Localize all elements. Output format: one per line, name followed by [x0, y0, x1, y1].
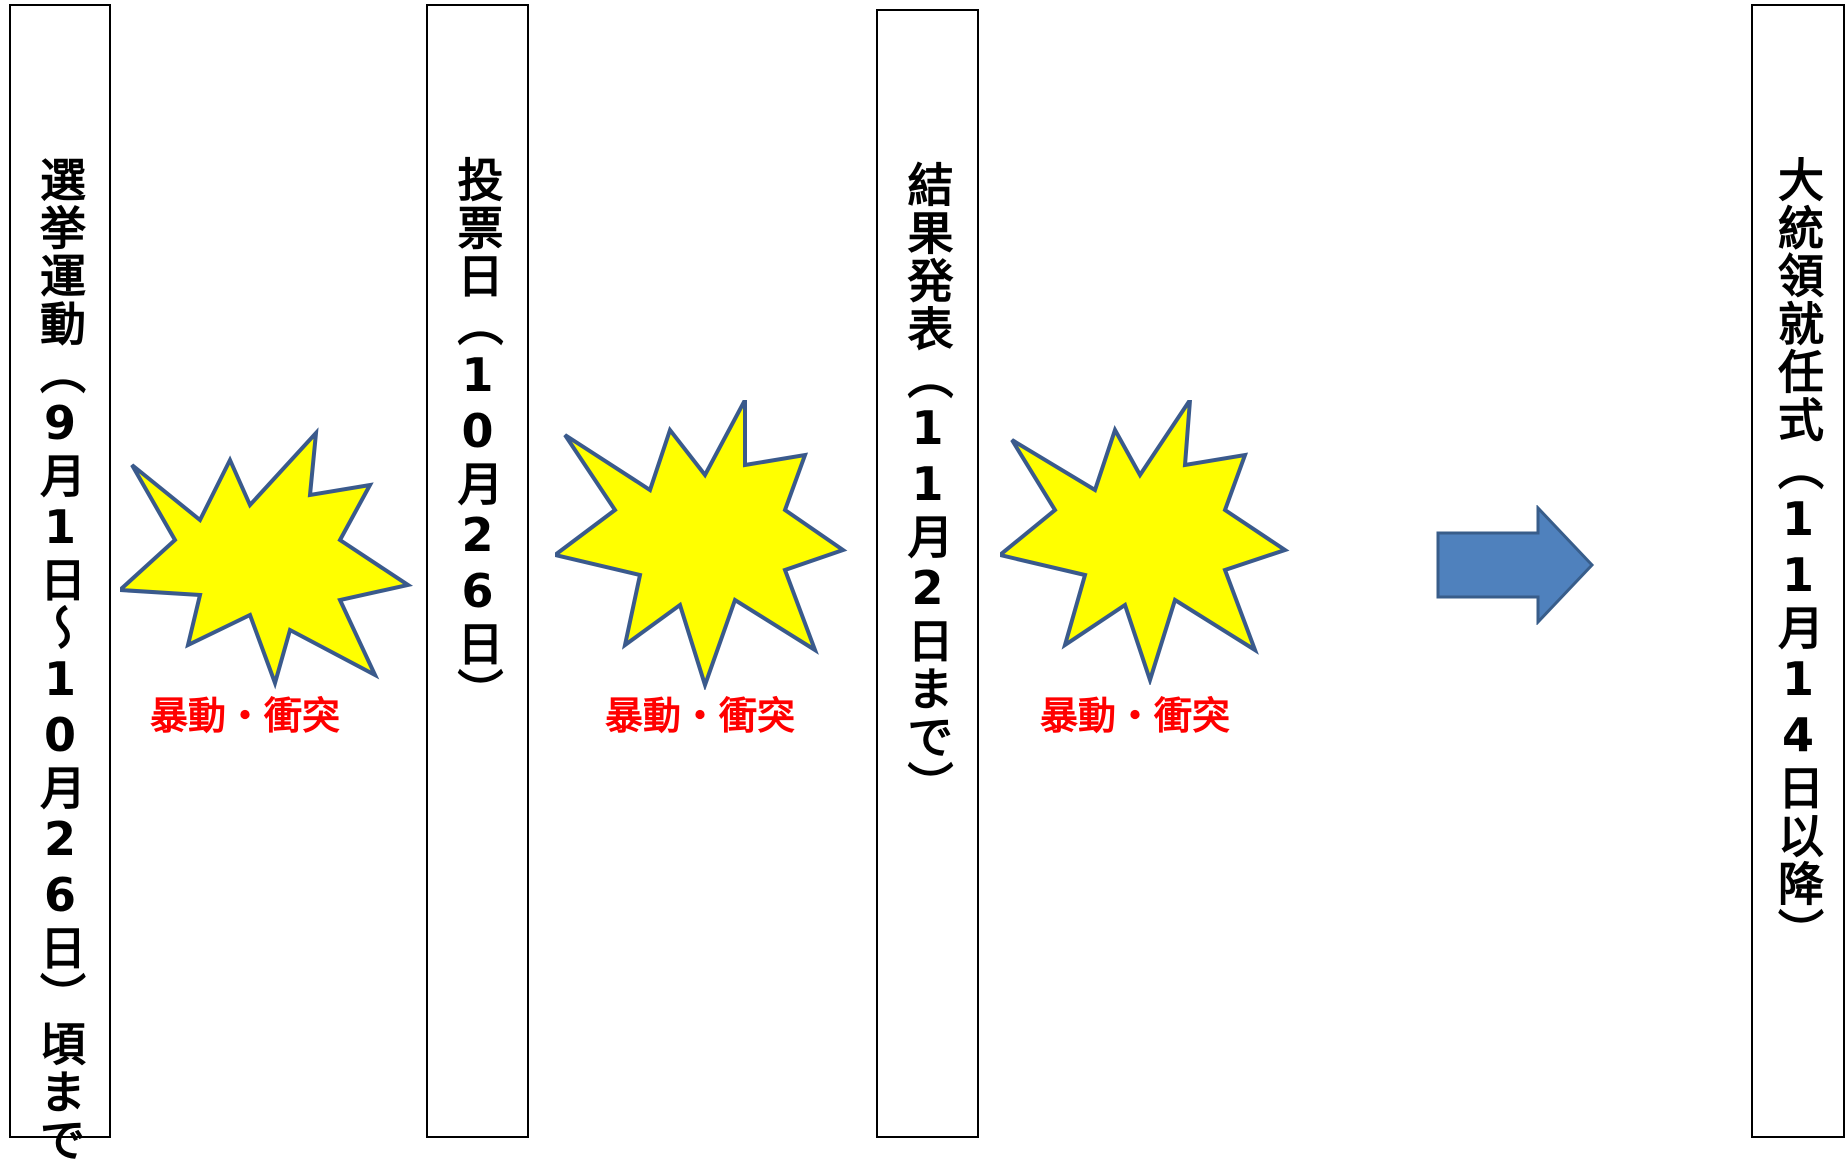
right-arrow-icon: [1436, 505, 1595, 625]
event-label: 暴動・衝突: [149, 694, 340, 738]
phase-voting-day: 投票日（10月26日）: [426, 4, 529, 1138]
phase-campaign-label: 選挙運動（9月1日～10月26日）頃まで: [33, 156, 87, 1164]
phase-voting-day-label: 投票日（10月26日）: [450, 156, 505, 716]
phase-results: 結果発表（11月2日まで）: [876, 9, 979, 1138]
phase-inauguration: 大統領就任式（11月14日以降）: [1751, 4, 1845, 1138]
explosion-icon: [555, 400, 848, 690]
event-label: 暴動・衝突: [604, 694, 795, 738]
phase-campaign: 選挙運動（9月1日～10月26日）頃まで: [9, 4, 111, 1164]
event-label: 暴動・衝突: [1039, 694, 1230, 738]
phase-results-label: 結果発表（11月2日まで）: [900, 161, 955, 809]
explosion-icon: [1000, 400, 1290, 685]
explosion-icon: [120, 427, 414, 690]
phase-inauguration-label: 大統領就任式（11月14日以降）: [1771, 156, 1825, 956]
